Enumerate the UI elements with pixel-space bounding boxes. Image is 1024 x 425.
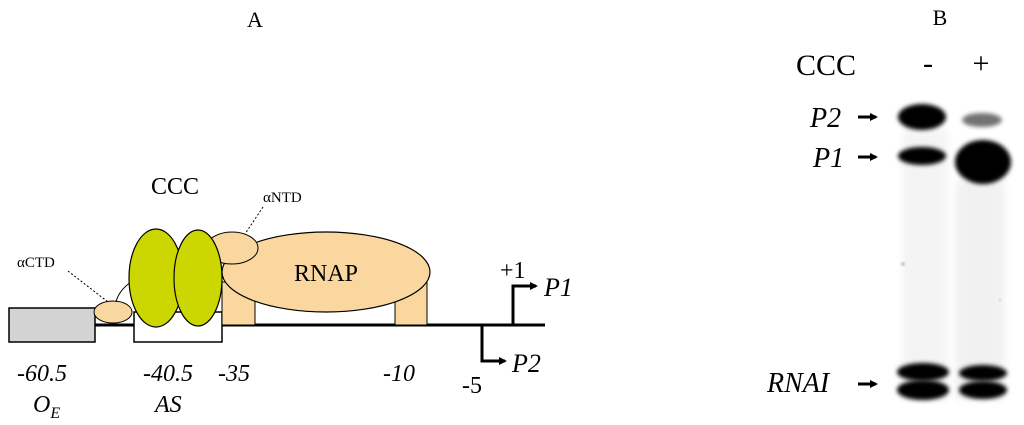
gel-row-p2-label: P2 [809,103,841,134]
panel-b-label: B [933,5,948,30]
p1-label: P1 [543,273,573,302]
gel-speck [901,262,905,266]
band-plus-rnai-a [959,365,1007,381]
gel-lane-plus-smear [955,180,1005,400]
p2-arrow [480,325,507,365]
band-minus-rnai-a [897,363,949,381]
band-plus-p1 [955,140,1011,184]
ccc-label: CCC [151,174,199,200]
oe-box [8,307,96,343]
actd-label: αCTD [17,255,55,271]
pos-label-605: -60.5 [17,361,67,387]
as-label: AS [153,392,182,418]
rnap-label: RNAP [294,261,358,287]
pos-label-10: -10 [383,361,415,387]
gel-row-p1-label: P1 [812,143,844,174]
ccc-lane-label: CCC [796,49,856,82]
ccc-dimer-right [173,229,223,327]
band-minus-p2 [898,104,946,130]
gel-image [897,104,1011,400]
plus1-label: +1 [500,258,526,284]
gel-lane-minus-smear [902,130,948,400]
band-minus-p1 [898,147,946,165]
antd-label: αNTD [263,190,302,206]
panel-a-label: A [247,7,263,32]
oe-label: OE [33,392,60,422]
actd-shape [93,300,133,324]
pos-label-405: -40.5 [143,361,193,387]
p2-label: P2 [511,349,541,378]
antd-leader [244,206,264,235]
lane-minus-label: - [923,47,933,80]
band-plus-rnai-b [959,381,1007,399]
oe-sub: E [49,405,60,422]
lane-plus-label: + [973,47,990,80]
pos-label-35: -35 [218,361,250,387]
gel-speck [999,299,1001,301]
panel-a: A CCC αNTD αCTD RNAP +1 P1 [8,7,573,422]
band-minus-rnai-b [897,380,949,400]
minus5-label: -5 [462,373,482,399]
band-plus-p2 [962,113,1002,127]
gel-row-rnai-label: RNAI [766,368,831,399]
panel-b: B CCC - + P2 P1 RNAI [766,5,1011,400]
oe-main: O [33,392,50,418]
actd-leader [67,270,109,303]
p1-arrow [511,282,538,325]
